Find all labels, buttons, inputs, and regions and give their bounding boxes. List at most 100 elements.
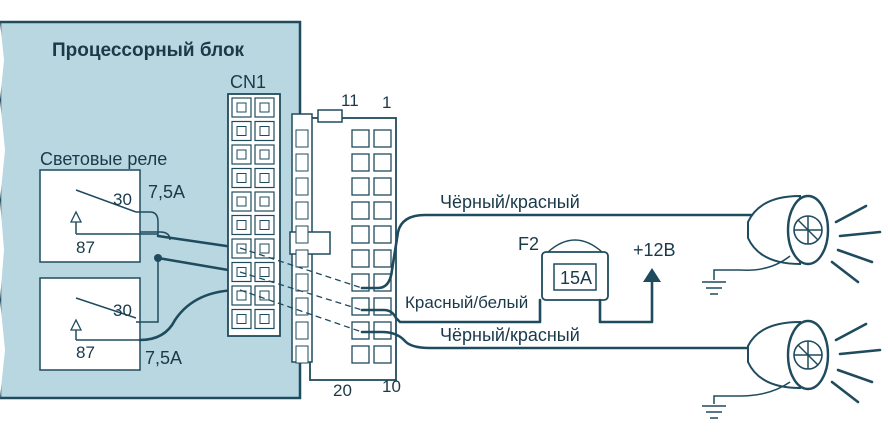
socket-cell xyxy=(231,214,252,236)
relay-top-pin-87: 87 xyxy=(76,238,95,257)
plug-cell xyxy=(351,225,370,244)
arrow-up-icon xyxy=(643,268,661,282)
socket-pin xyxy=(236,173,247,183)
relay-top: 30 7,5A 87 xyxy=(39,169,185,263)
pin-label-1: 1 xyxy=(382,93,391,112)
pin-label-11: 11 xyxy=(341,91,359,110)
socket-cell xyxy=(254,238,275,259)
relay-bottom-pin-87: 87 xyxy=(76,343,95,362)
socket-pin xyxy=(259,173,270,183)
headlight-top xyxy=(702,194,882,295)
socket-cell xyxy=(231,97,252,118)
socket-pin xyxy=(259,290,270,301)
relay-bottom-box xyxy=(39,277,141,371)
socket-pin xyxy=(259,126,270,136)
wire-top-label: Чёрный/красный xyxy=(440,192,580,212)
socket-pin xyxy=(236,102,247,113)
socket-cell xyxy=(231,308,252,330)
socket-cell xyxy=(254,120,275,142)
external-wiring: Чёрный/красный Красный/белый Чёрный/крас… xyxy=(360,192,762,350)
wire-bottom xyxy=(360,330,762,350)
socket-cell xyxy=(231,191,252,212)
socket-pin xyxy=(259,220,270,230)
plug-cell xyxy=(351,321,370,340)
fuse-icon: 15A F2 +12В xyxy=(518,234,676,324)
plug-cell xyxy=(373,297,392,316)
socket-pin xyxy=(236,149,247,160)
plug-cell xyxy=(373,321,392,340)
socket-pin xyxy=(236,196,247,207)
plug-latch xyxy=(295,225,309,244)
plug-cell xyxy=(373,345,392,364)
wire-middle-label: Красный/белый xyxy=(405,293,528,312)
plug-latch xyxy=(295,321,309,340)
headlight-icon xyxy=(747,319,882,404)
socket-pin xyxy=(259,149,270,160)
supply-label: +12В xyxy=(633,240,676,260)
plug-cell xyxy=(373,225,392,244)
plug-latch xyxy=(295,201,309,220)
pin-label-20: 20 xyxy=(333,381,352,400)
relay-top-fuse: 7,5A xyxy=(148,182,185,202)
wire-bottom-label: Чёрный/красный xyxy=(440,325,580,345)
relay-switch-icon xyxy=(69,189,158,235)
socket-pin xyxy=(236,314,247,324)
relay-switch-icon xyxy=(69,297,140,341)
socket-cell xyxy=(254,97,275,118)
relay-bottom-fuse: 7,5A xyxy=(145,348,182,368)
relay-top-pin-30: 30 xyxy=(113,190,132,209)
headlight-icon xyxy=(747,194,882,284)
plug-latch xyxy=(295,129,309,148)
plug-connector: 11 1 20 10 xyxy=(289,91,401,400)
plug-latch xyxy=(295,177,309,196)
plug-cell xyxy=(373,249,392,268)
wire-middle xyxy=(360,298,542,324)
plug-cell xyxy=(373,201,392,220)
socket-pin xyxy=(259,196,270,207)
fuse-name: F2 xyxy=(518,234,539,254)
socket-cell xyxy=(231,285,252,306)
plug-cell xyxy=(351,345,370,364)
internal-wiring xyxy=(136,211,242,342)
ground-icon xyxy=(702,281,726,295)
socket-pin xyxy=(236,126,247,136)
plug-cell xyxy=(351,249,370,268)
plug-cell xyxy=(351,177,370,196)
plug-cell xyxy=(351,297,370,316)
socket-cell xyxy=(231,144,252,165)
plug-latch xyxy=(295,153,309,172)
ground-icon xyxy=(702,405,726,419)
socket-cell xyxy=(254,261,275,283)
socket-pin xyxy=(236,220,247,230)
relays-title: Световые реле xyxy=(40,149,167,169)
socket-cell xyxy=(254,167,275,189)
pin-label-10: 10 xyxy=(382,377,401,396)
plug-latch xyxy=(295,273,309,292)
socket-cell xyxy=(254,144,275,165)
socket-cell xyxy=(231,167,252,189)
socket-cell xyxy=(254,214,275,236)
fuse-rating: 15A xyxy=(560,268,592,288)
plug-cell xyxy=(351,201,370,220)
headlight-bottom xyxy=(702,319,882,419)
plug-latch xyxy=(295,249,309,268)
pin-links xyxy=(239,247,363,333)
plug-cell xyxy=(351,153,370,172)
connector-label: CN1 xyxy=(230,72,266,92)
plug-cell xyxy=(373,129,392,148)
socket-pin xyxy=(236,267,247,277)
socket-cell xyxy=(254,308,275,330)
socket-cell xyxy=(254,191,275,212)
plug-cell xyxy=(351,129,370,148)
socket-pin xyxy=(236,243,247,254)
socket-pin xyxy=(259,314,270,324)
socket-pin xyxy=(259,102,270,113)
processor-block-title: Процессорный блок xyxy=(52,40,245,61)
socket-pin xyxy=(259,267,270,277)
plug-latch xyxy=(295,345,309,364)
socket-pin xyxy=(259,243,270,254)
wire-top xyxy=(360,213,762,290)
relay-top-box xyxy=(39,169,141,263)
